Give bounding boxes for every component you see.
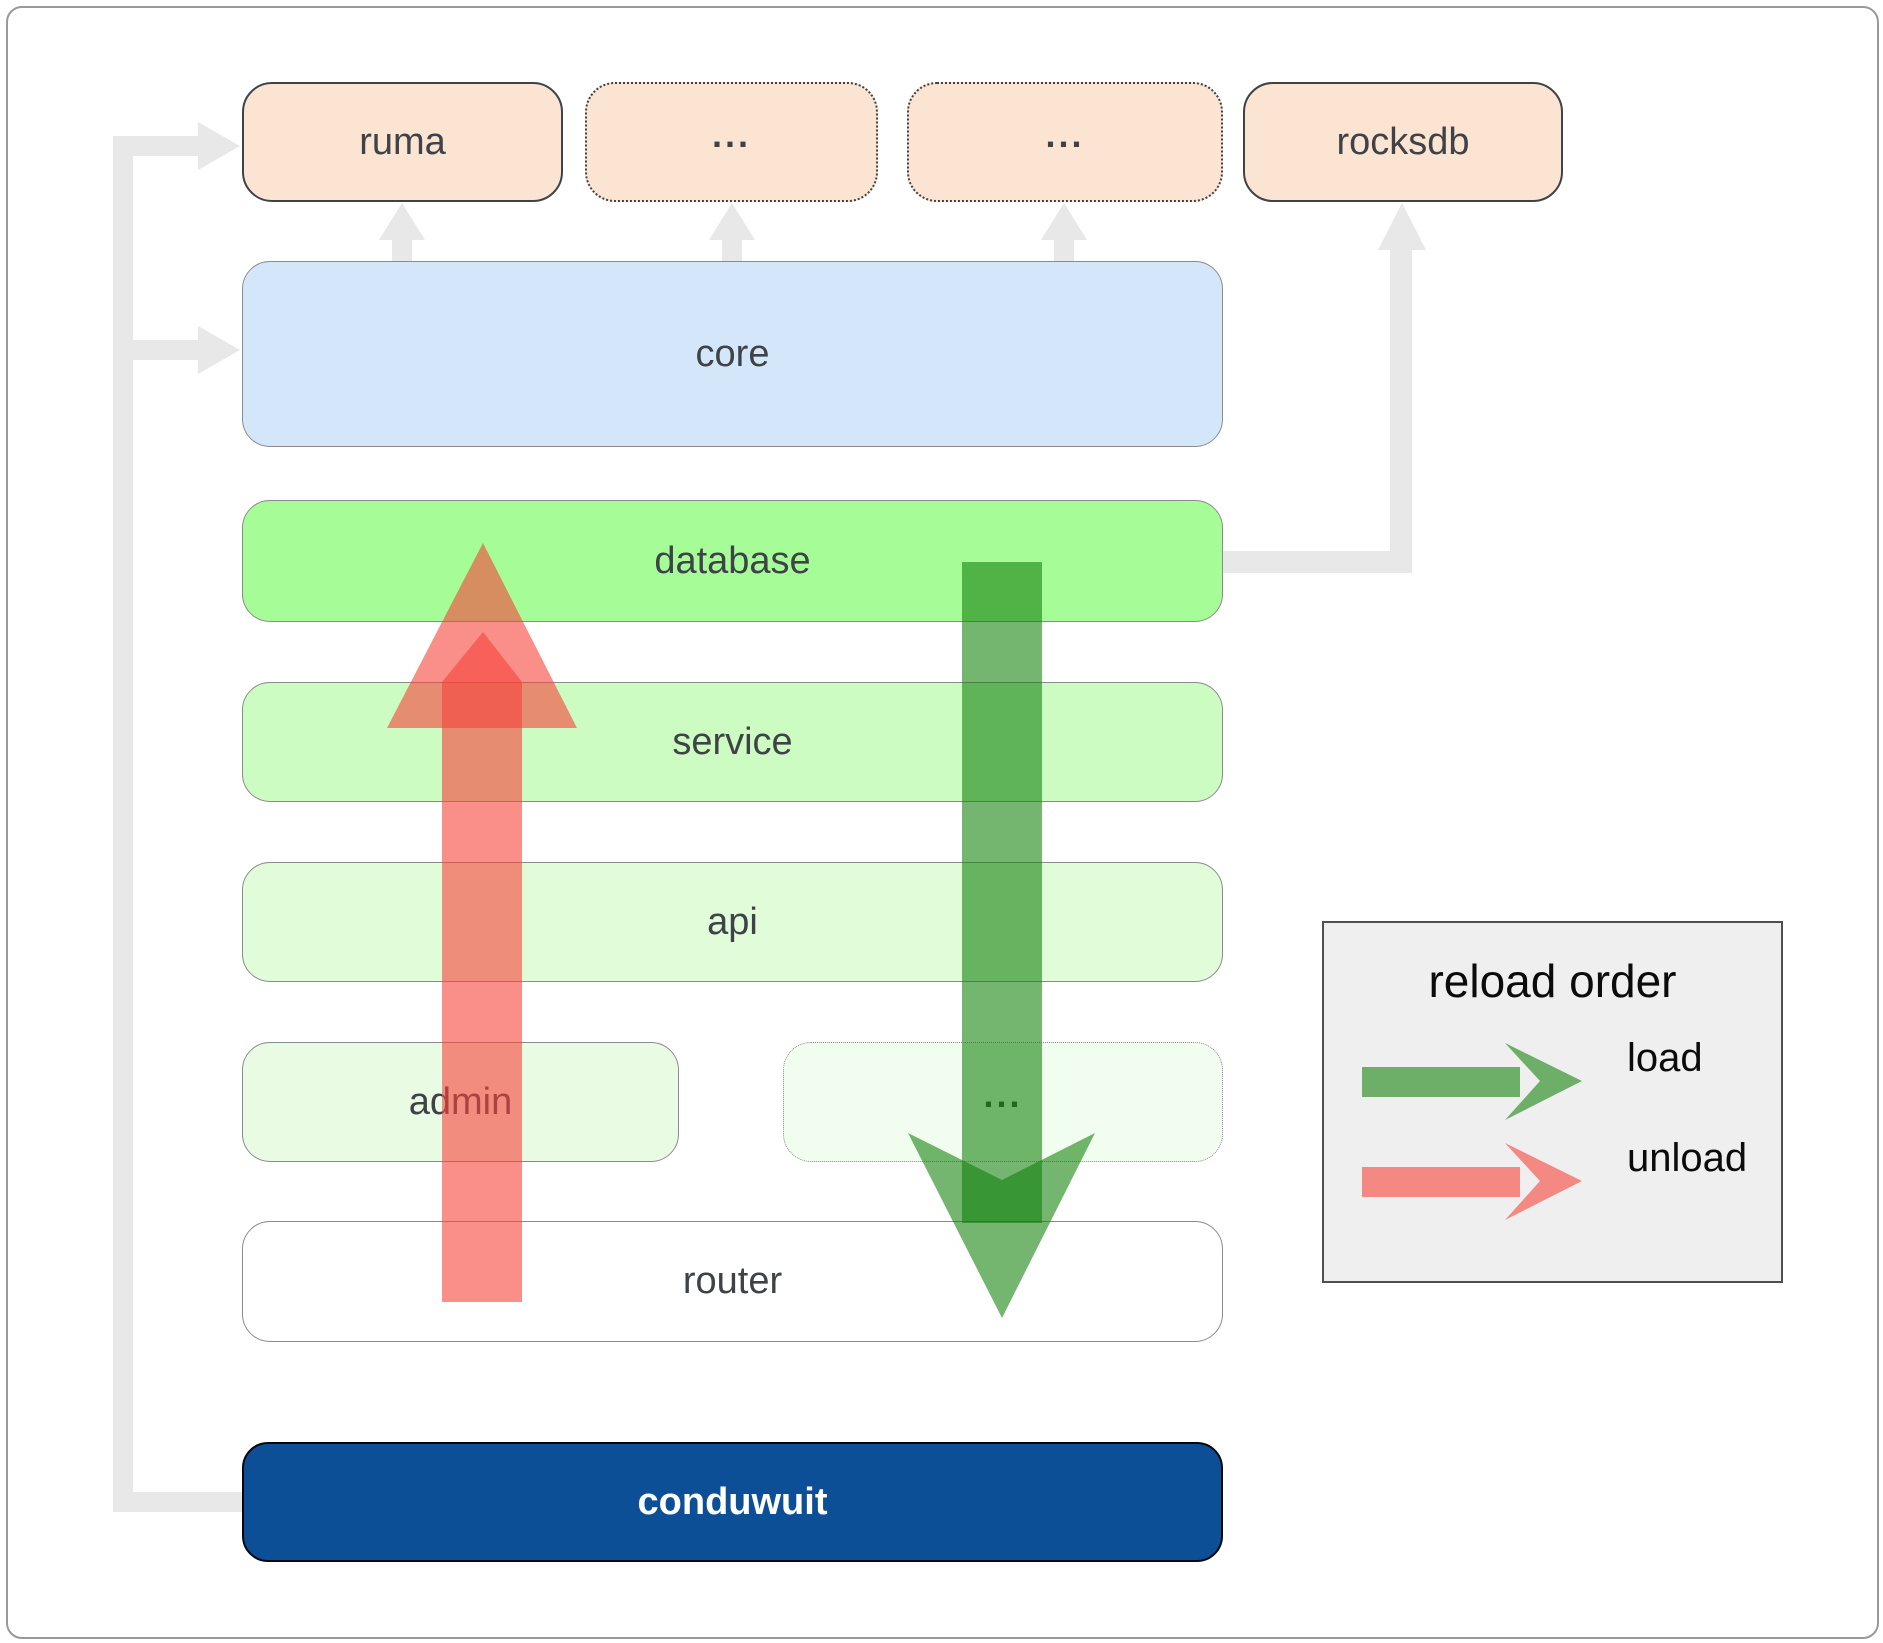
node-admin-more-label: ...: [983, 1074, 1023, 1115]
node-service-label: service: [672, 720, 793, 763]
legend: reload order load unload: [1322, 921, 1783, 1283]
node-admin: admin: [242, 1042, 679, 1162]
node-service: service: [242, 682, 1223, 802]
node-router: router: [242, 1221, 1223, 1342]
node-more-right: ...: [907, 82, 1223, 202]
node-more-left: ...: [585, 82, 878, 202]
node-conduwuit-label: conduwuit: [637, 1480, 828, 1523]
legend-load-label: load: [1627, 1036, 1703, 1080]
node-more-right-label: ...: [1045, 114, 1085, 155]
node-core-label: core: [695, 332, 770, 375]
legend-unload-label: unload: [1627, 1136, 1748, 1180]
legend-title: reload order: [1428, 955, 1677, 1007]
node-ruma-label: ruma: [359, 120, 446, 163]
node-ruma: ruma: [242, 82, 563, 202]
node-rocksdb: rocksdb: [1243, 82, 1563, 202]
node-rocksdb-label: rocksdb: [1336, 120, 1470, 163]
node-more-left-label: ...: [711, 114, 751, 155]
node-router-label: router: [682, 1260, 783, 1302]
node-core: core: [242, 261, 1223, 447]
node-api: api: [242, 862, 1223, 982]
node-admin-more: ...: [783, 1042, 1223, 1162]
node-conduwuit: conduwuit: [242, 1442, 1223, 1562]
node-database: database: [242, 500, 1223, 622]
diagram-frame: [6, 6, 1879, 1639]
node-admin-label: admin: [408, 1080, 513, 1123]
node-database-label: database: [654, 539, 811, 582]
node-api-label: api: [707, 900, 758, 943]
